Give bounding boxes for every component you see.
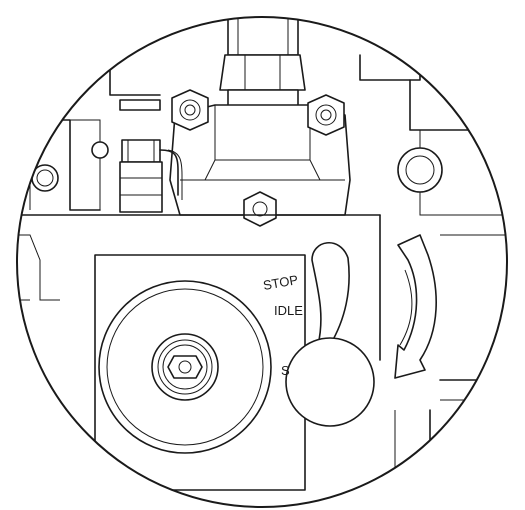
hex-nut-right <box>307 94 345 136</box>
cover-plate <box>98 280 272 454</box>
partial-label: S <box>281 363 290 378</box>
hex-bolt-icon <box>167 355 203 379</box>
hex-nut-left <box>171 89 209 131</box>
stop-label: STOP <box>262 272 299 293</box>
speed-lever-slot <box>311 241 350 346</box>
hex-nut-bottom <box>243 191 277 227</box>
right-port-circle <box>397 147 443 193</box>
injector-stem <box>219 17 306 109</box>
curved-arrow-icon <box>394 234 437 379</box>
control-knob <box>285 337 375 427</box>
idle-label: IDLE <box>274 303 303 318</box>
magnifier-outline <box>16 16 508 508</box>
fuel-line-fitting <box>91 99 183 213</box>
pump-body <box>169 104 351 216</box>
